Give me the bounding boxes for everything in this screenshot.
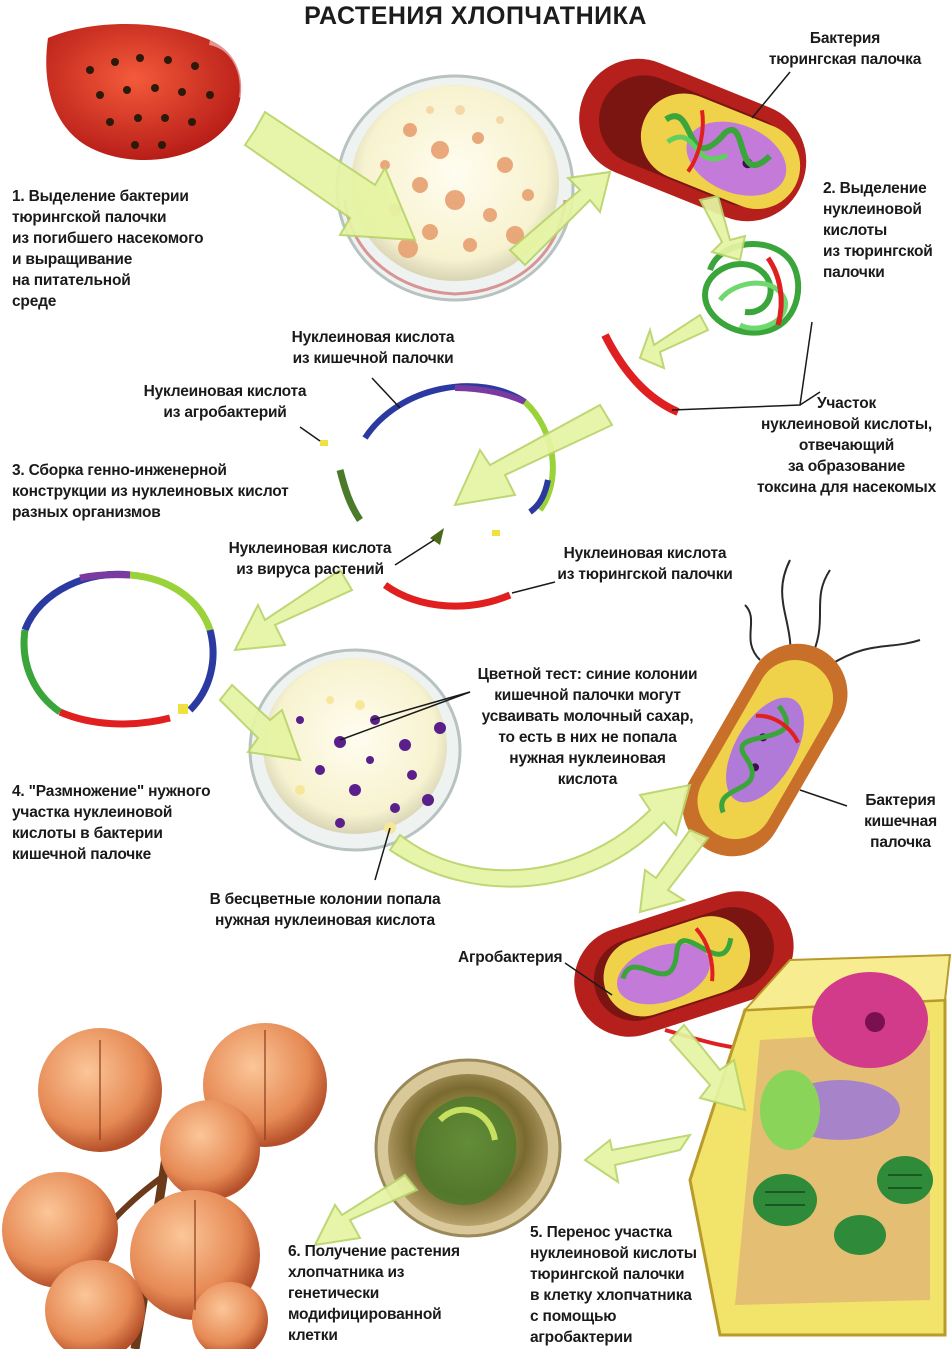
arrow-cell-to-dish — [585, 1135, 690, 1182]
arrow-to-fragment — [640, 315, 708, 368]
strawberry-illustration — [46, 24, 244, 160]
arrow-to-assembly — [455, 405, 612, 505]
virus-fragment — [430, 528, 444, 545]
page-title: РАСТЕНИЯ ХЛОПЧАТНИКА — [0, 2, 951, 31]
isolated-dna — [705, 244, 798, 333]
label-step6: 6. Получение растения хлопчатника из ген… — [288, 1241, 488, 1346]
label-na-virus: Нуклеиновая кислота из вируса растений — [210, 538, 410, 580]
agro-marker — [320, 440, 328, 446]
label-toxin-region: Участок нуклеиновой кислоты, отвечающий … — [742, 393, 951, 498]
label-step4: 4. "Размножение" нужного участка нуклеин… — [12, 781, 252, 865]
label-na-ecoli: Нуклеиновая кислота из кишечной палочки — [268, 327, 478, 369]
cotton-plant — [2, 1023, 327, 1349]
agro-fragment — [340, 470, 360, 520]
arrow-ecoli-to-agro — [640, 830, 708, 912]
arrow-agro-to-cell — [670, 1025, 745, 1110]
label-step1: 1. Выделение бактерии тюрингской палочки… — [12, 186, 247, 312]
label-colorless-colonies: В бесцветные колонии попала нужная нукле… — [195, 889, 455, 931]
label-step3: 3. Сборка генно-инженерной конструкции и… — [12, 460, 332, 523]
label-na-agro: Нуклеиновая кислота из агробактерий — [125, 381, 325, 423]
label-bacteria-thuringiensis: Бактерия тюрингская палочка — [745, 28, 945, 70]
label-na-thur: Нуклеиновая кислота из тюрингской палочк… — [540, 543, 750, 585]
label-agrobacterium: Агробактерия — [458, 947, 598, 968]
label-bacteria-ecoli: Бактерия кишечная палочка — [850, 790, 951, 853]
label-step2: 2. Выделение нуклеиновой кислоты из тюри… — [823, 178, 951, 283]
arrow-to-plasmid — [235, 570, 352, 650]
virus-marker — [492, 530, 500, 536]
label-step5: 5. Перенос участка нуклеиновой кислоты т… — [530, 1222, 730, 1348]
tissue-culture-dish — [376, 1060, 560, 1236]
label-color-test: Цветной тест: синие колонии кишечной пал… — [455, 664, 720, 790]
thur-fragment — [385, 585, 510, 606]
recombinant-plasmid — [24, 574, 213, 724]
